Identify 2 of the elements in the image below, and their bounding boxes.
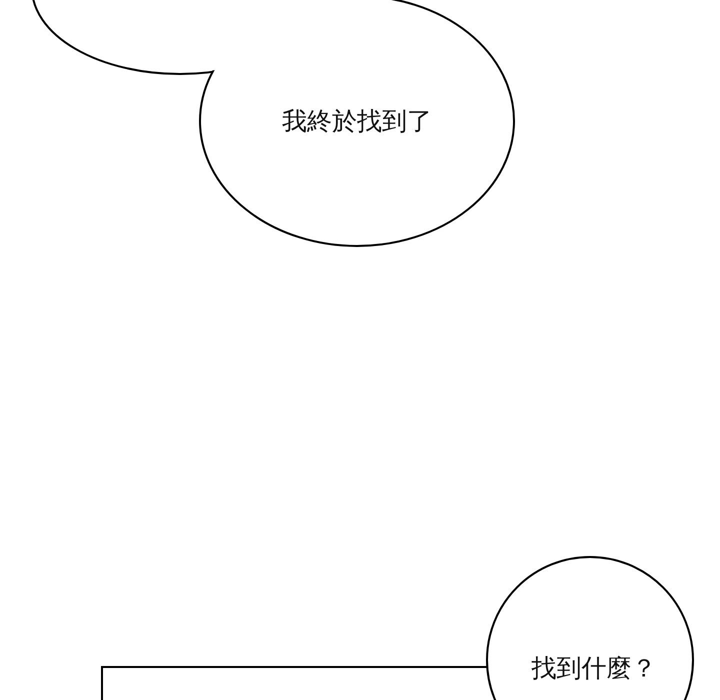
- dialogue-text: 找到什麼？: [532, 652, 656, 684]
- dialogue-text: 我終於找到了: [282, 106, 432, 138]
